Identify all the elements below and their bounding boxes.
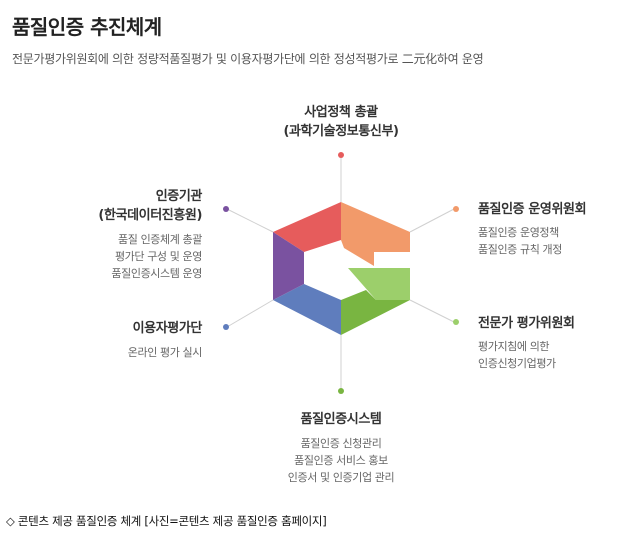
node-top-right-desc: 품질인증 운영정책 품질인증 규칙 개정 — [478, 224, 562, 258]
node-top-right-desc-line: 품질인증 운영정책 — [478, 226, 559, 239]
node-top-left-title-line: (한국데이터진흥원) — [98, 208, 202, 223]
connector-line-top-right — [409, 208, 455, 233]
connector-line-bottom-right — [409, 299, 455, 323]
node-bottom-desc-line: 인증서 및 인증기업 관리 — [287, 471, 395, 484]
page-title: 품질인증 추진체계 — [12, 15, 162, 39]
node-bottom-title: 품질인증시스템 — [241, 410, 441, 429]
connector-line-top-left — [226, 208, 274, 233]
node-bottom-desc: 품질인증 신청관리 품질인증 서비스 홍보 인증서 및 인증기업 관리 — [241, 435, 441, 486]
segment-bottom-right — [348, 268, 410, 300]
segment-bottom-left — [273, 284, 341, 335]
connector-line-bottom-left — [226, 299, 274, 328]
node-dot-bottom — [338, 388, 344, 394]
node-top-right-desc-line: 품질인증 규칙 개정 — [478, 243, 562, 256]
node-top-right-title: 품질인증 운영위원회 — [478, 200, 587, 219]
image-caption: ◇ 콘텐츠 제공 품질인증 체계 [사진=콘텐츠 제공 품질인증 홈페이지] — [6, 514, 327, 528]
node-bottom-right-desc: 평가지침에 의한 인증신청기업평가 — [478, 338, 556, 372]
node-top-left-desc-line: 품질인증시스템 운영 — [111, 267, 202, 280]
node-top-left-title-line: 인증기관 — [155, 189, 203, 204]
segment-top — [273, 202, 341, 252]
node-bottom-desc-line: 품질인증 서비스 홍보 — [294, 454, 388, 467]
node-dot-top-right — [453, 206, 459, 212]
node-bottom-desc-line: 품질인증 신청관리 — [300, 437, 382, 450]
node-bottom-left-desc-line: 온라인 평가 실시 — [127, 346, 203, 359]
node-bottom-title-line: 품질인증시스템 — [300, 412, 382, 427]
node-dot-top — [338, 152, 344, 158]
node-top-title-line: 사업정책 총괄 — [304, 105, 378, 120]
node-bottom-right-title: 전문가 평가위원회 — [478, 314, 575, 333]
node-dot-bottom-right — [453, 319, 459, 325]
page-subtitle: 전문가평가위원회에 의한 정량적품질평가 및 이용자평가단에 의한 정성적평가로… — [12, 52, 484, 66]
node-dot-top-left — [223, 206, 229, 212]
node-top-left-desc: 품질 인증체계 총괄 평가단 구성 및 운영 품질인증시스템 운영 — [40, 231, 202, 282]
node-top-left-desc-line: 품질 인증체계 총괄 — [118, 233, 202, 246]
segment-top-left — [273, 232, 304, 300]
segment-bottom — [341, 290, 410, 335]
node-bottom-left-title-line: 이용자평가단 — [132, 321, 203, 336]
node-top-left-desc-line: 평가단 구성 및 운영 — [114, 250, 202, 263]
node-bottom-left-desc: 온라인 평가 실시 — [40, 344, 203, 361]
node-top-title: 사업정책 총괄 (과학기술정보통신부) — [241, 103, 441, 141]
node-top-left-title: 인증기관 (한국데이터진흥원) — [40, 187, 202, 225]
node-bottom-left-title: 이용자평가단 — [40, 319, 203, 338]
node-top-right-title-line: 품질인증 운영위원회 — [478, 202, 587, 217]
node-bottom-right-title-line: 전문가 평가위원회 — [478, 316, 575, 331]
node-bottom-right-desc-line: 인증신청기업평가 — [478, 357, 556, 370]
node-bottom-right-desc-line: 평가지침에 의한 — [478, 340, 550, 353]
node-dot-bottom-left — [223, 324, 229, 330]
segment-top-right — [341, 202, 410, 266]
node-top-title-line: (과학기술정보통신부) — [283, 124, 399, 139]
